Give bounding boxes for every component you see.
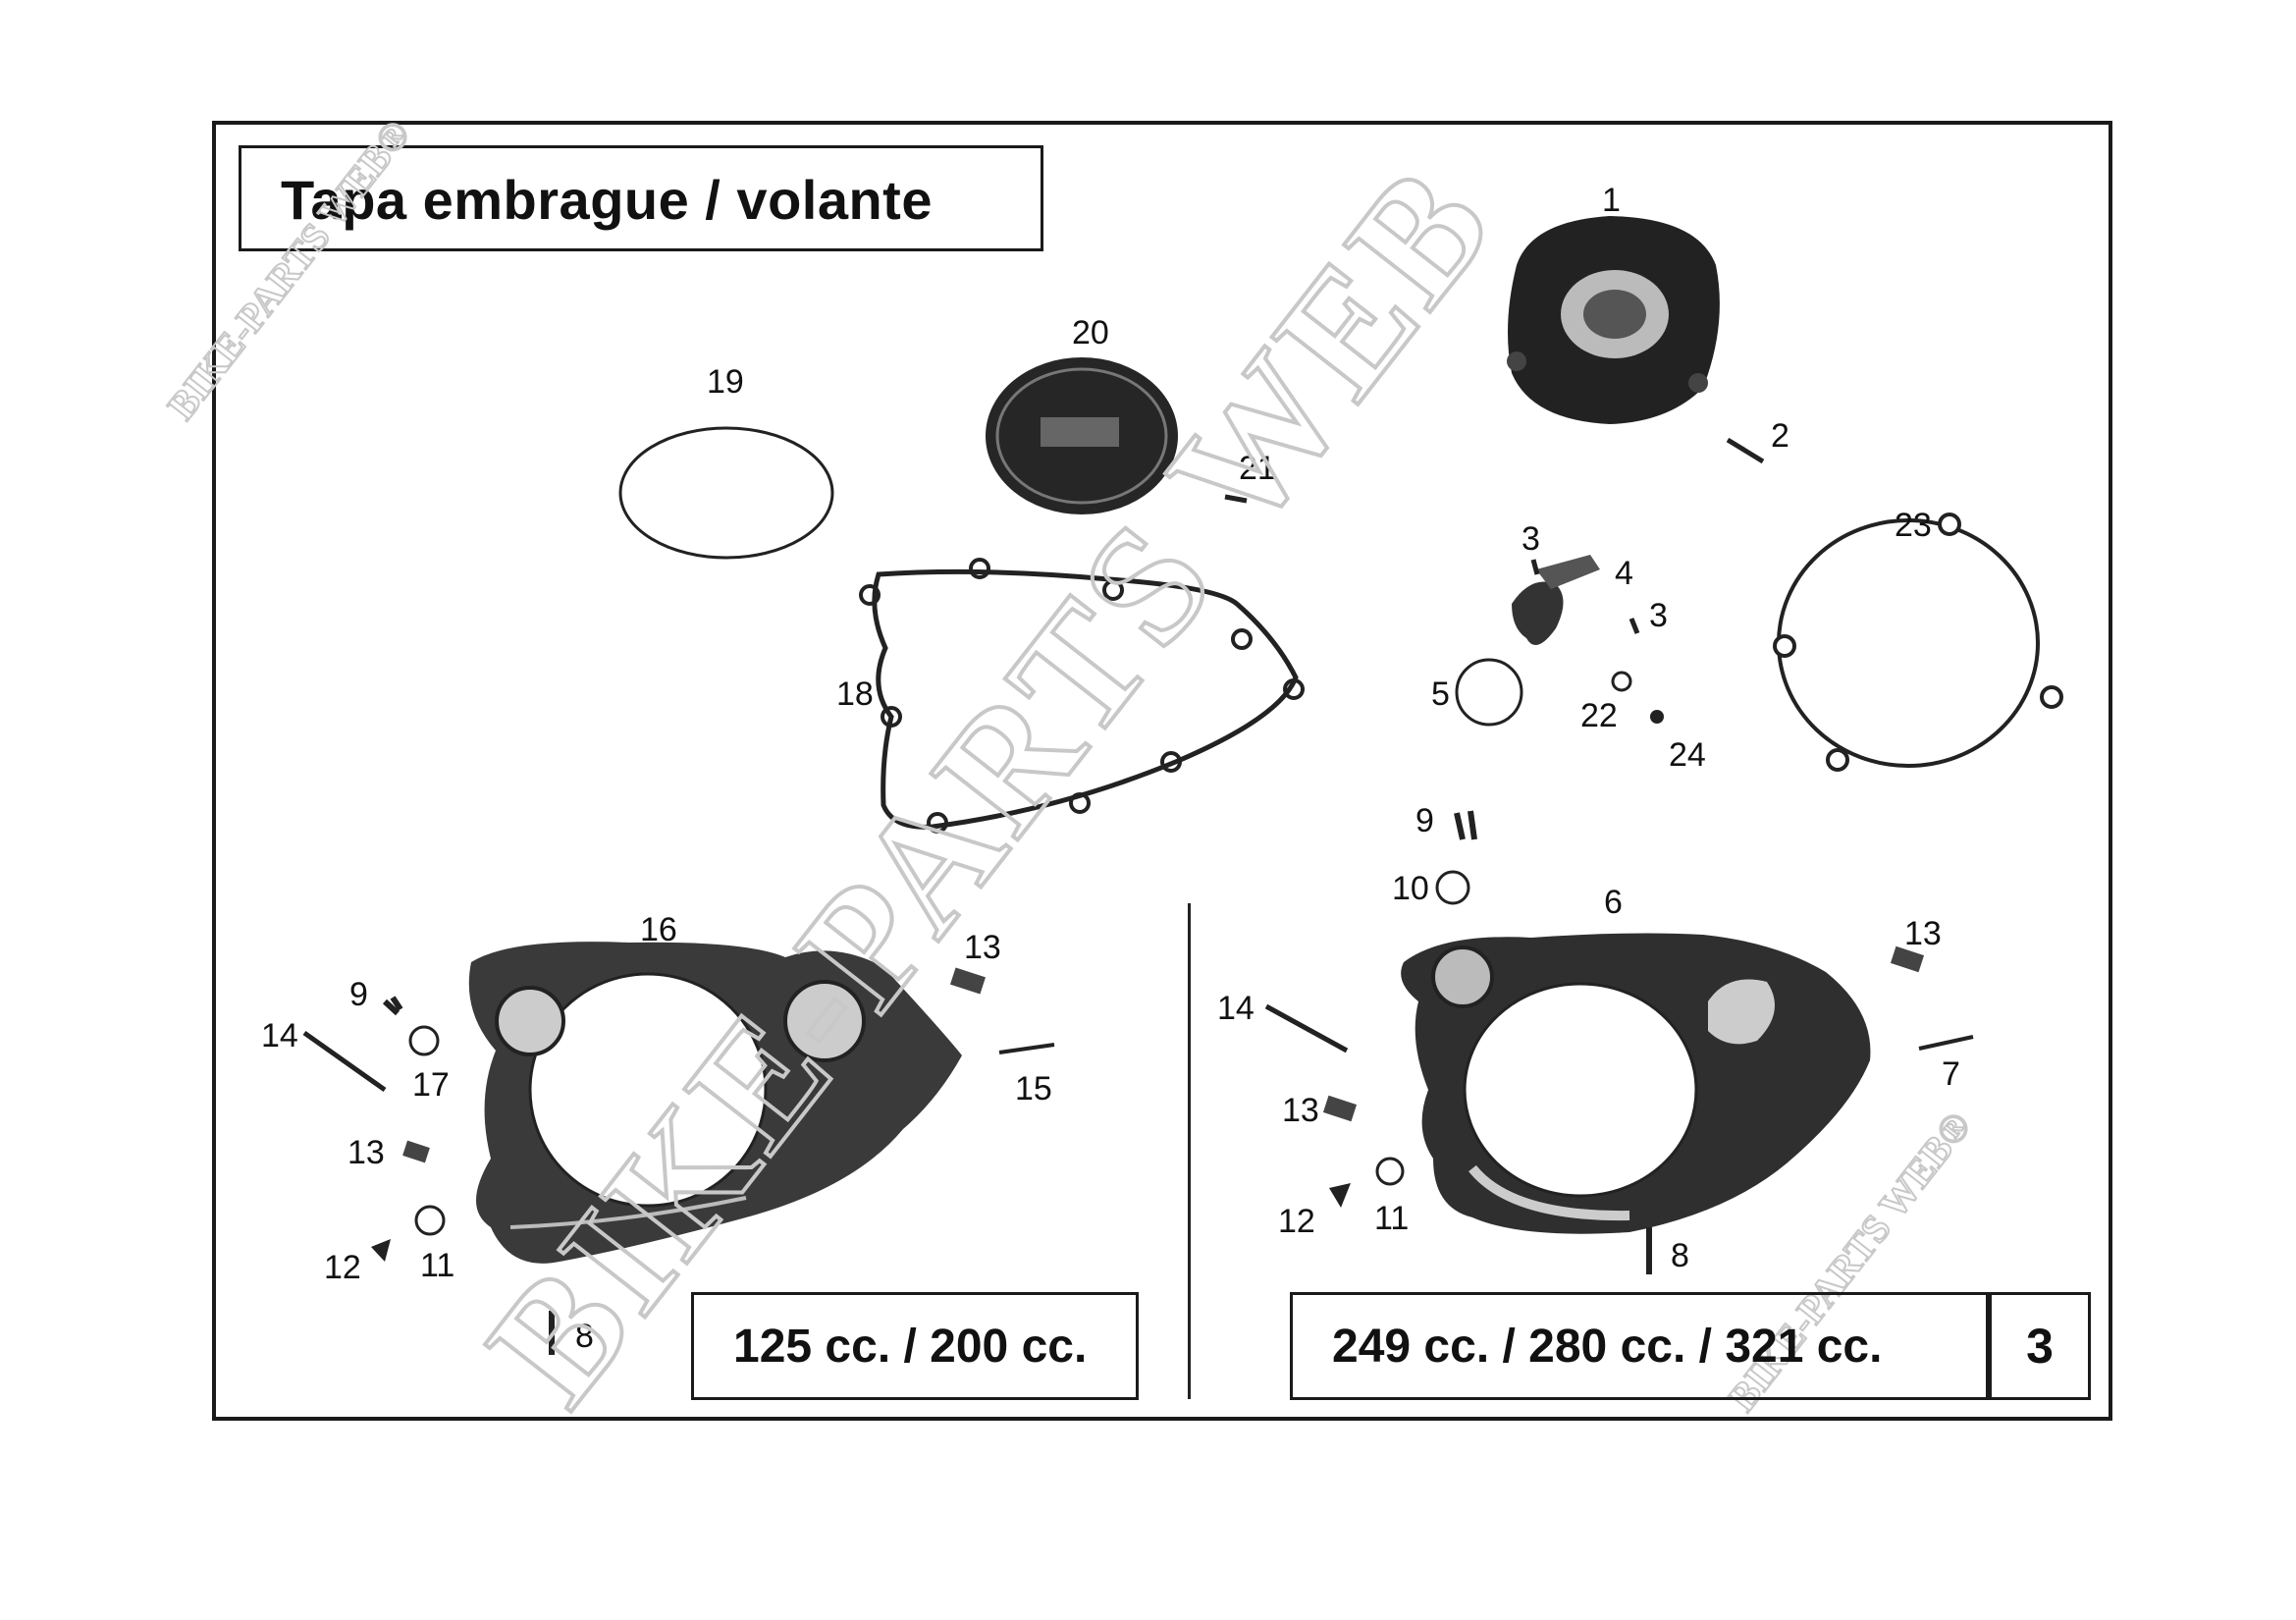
part-3-screw-b xyxy=(1629,618,1640,634)
callout-9-right: 9 xyxy=(1415,802,1434,839)
part-7-screw xyxy=(1918,1035,1974,1051)
callout-15: 15 xyxy=(1015,1070,1052,1107)
part-6-clutch-cover-right xyxy=(1401,933,1871,1234)
part-23-flywheel-gasket xyxy=(1777,518,2040,768)
callout-17: 17 xyxy=(412,1066,450,1104)
part-11-right-o-ring xyxy=(1375,1157,1405,1186)
part-17-o-ring xyxy=(408,1025,440,1056)
callout-14-left: 14 xyxy=(261,1017,298,1054)
part-24-nut xyxy=(1650,710,1664,724)
callout-20: 20 xyxy=(1072,314,1109,351)
callout-8-left: 8 xyxy=(575,1318,594,1355)
callout-10: 10 xyxy=(1392,870,1429,907)
diagram-title: Tapa embrague / volante xyxy=(281,169,933,231)
callout-7: 7 xyxy=(1942,1055,1960,1093)
callout-1: 1 xyxy=(1602,182,1621,219)
callout-6: 6 xyxy=(1604,884,1623,921)
part-14-left-bolt xyxy=(302,1030,387,1093)
callout-13-right-a: 13 xyxy=(1904,915,1942,952)
part-5-o-ring xyxy=(1455,658,1523,727)
part-16-clutch-cover-left xyxy=(468,942,962,1264)
callout-14-right: 14 xyxy=(1217,990,1255,1027)
page-number: 3 xyxy=(1989,1292,2091,1400)
part-12-right-bolt xyxy=(1329,1183,1351,1208)
callout-2: 2 xyxy=(1771,417,1789,455)
callout-13-left-b: 13 xyxy=(347,1134,385,1171)
callout-24: 24 xyxy=(1669,736,1706,774)
variant-label-left: 125 cc. / 200 cc. xyxy=(691,1292,1139,1400)
callout-18: 18 xyxy=(836,675,874,713)
part-15-screw xyxy=(998,1043,1055,1054)
part-14-right-bolt xyxy=(1264,1003,1349,1053)
part-13-left-dowel-a xyxy=(950,967,986,995)
part-10-o-ring xyxy=(1435,870,1470,905)
part-18-gasket-holes xyxy=(859,558,1305,834)
part-9-right-dowel xyxy=(1454,810,1477,840)
part-13-right-dowel-b xyxy=(1322,1095,1358,1122)
part-20-inspection-cover xyxy=(986,357,1178,514)
callout-8-right: 8 xyxy=(1671,1237,1689,1274)
part-11-left-o-ring xyxy=(414,1205,446,1236)
callout-16: 16 xyxy=(640,911,677,948)
part-13-left-dowel-b xyxy=(402,1140,430,1163)
part-23-gasket-lugs xyxy=(1773,513,2063,772)
callout-13-left-a: 13 xyxy=(964,929,1001,966)
variant-left-text: 125 cc. / 200 cc. xyxy=(733,1320,1088,1373)
callout-5: 5 xyxy=(1431,675,1450,713)
callout-11-left: 11 xyxy=(420,1247,454,1284)
callout-4: 4 xyxy=(1615,555,1633,592)
callout-11-right: 11 xyxy=(1374,1200,1409,1237)
part-18-clutch-gasket xyxy=(872,568,1299,830)
part-1-flywheel-cover xyxy=(1507,216,1720,424)
variant-label-right: 249 cc. / 280 cc. / 321 cc. xyxy=(1290,1292,1989,1400)
callout-13-right-b: 13 xyxy=(1282,1092,1319,1129)
callout-12-right: 12 xyxy=(1278,1203,1315,1240)
title-box: Tapa embrague / volante xyxy=(239,145,1043,251)
callout-21: 21 xyxy=(1239,450,1276,487)
callout-3-b: 3 xyxy=(1649,597,1668,634)
variant-right-text: 249 cc. / 280 cc. / 321 cc. xyxy=(1332,1320,1883,1373)
diagram-frame xyxy=(212,121,2112,1421)
part-3-screw-a xyxy=(1530,559,1540,575)
callout-22: 22 xyxy=(1580,697,1618,734)
part-4-bracket xyxy=(1512,555,1600,646)
callout-23: 23 xyxy=(1895,507,1932,544)
part-21-screw xyxy=(1224,494,1248,504)
callout-19: 19 xyxy=(707,363,744,401)
part-12-left-bolt xyxy=(371,1239,391,1262)
callout-12-left: 12 xyxy=(324,1249,361,1286)
callout-3-a: 3 xyxy=(1522,520,1540,558)
section-divider xyxy=(1188,903,1191,1399)
part-19-o-ring xyxy=(618,426,834,560)
part-9-left-dowel xyxy=(382,996,403,1016)
part-2-screw xyxy=(1726,437,1765,464)
part-13-right-dowel-a xyxy=(1890,945,1925,973)
part-22-washer xyxy=(1611,671,1632,692)
callout-9-left: 9 xyxy=(349,976,368,1013)
